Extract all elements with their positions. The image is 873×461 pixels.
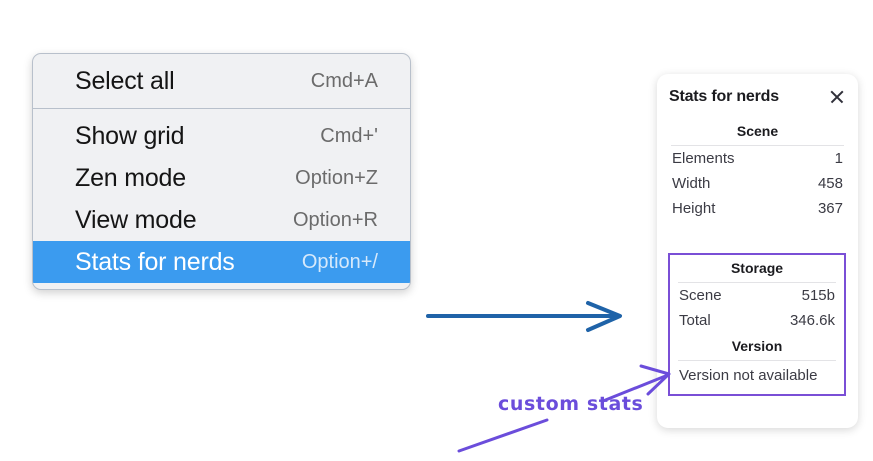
stats-panel-header: Stats for nerds (669, 84, 846, 110)
menu-item-label: View mode (75, 205, 197, 234)
close-icon[interactable] (828, 88, 846, 106)
stat-row-height: Height 367 (669, 196, 846, 221)
menu-section-1: Select all Cmd+A (33, 54, 410, 108)
stats-for-nerds-panel[interactable]: Stats for nerds Scene Elements 1 Width 4… (657, 74, 858, 428)
scene-section: Scene Elements 1 Width 458 Height 367 (669, 118, 846, 221)
menu-item-stats-for-nerds[interactable]: Stats for nerds Option+/ (33, 241, 410, 283)
divider (678, 282, 836, 283)
menu-item-shortcut: Option+Z (295, 166, 378, 189)
arrow-right-icon (426, 301, 622, 332)
menu-item-shortcut: Cmd+A (310, 69, 378, 92)
menu-item-label: Stats for nerds (75, 247, 235, 276)
menu-section-2: Show grid Cmd+' Zen mode Option+Z View m… (33, 108, 410, 289)
custom-stats-highlight-group: Storage Scene 515b Total 346.6k Version … (668, 253, 846, 396)
scene-section-heading: Scene (736, 123, 779, 139)
version-not-available-text: Version not available (679, 367, 818, 384)
menu-item-shortcut: Cmd+' (320, 124, 378, 147)
stat-value: 458 (817, 175, 843, 192)
stat-key: Scene (679, 287, 722, 304)
stat-value: 367 (817, 200, 843, 217)
stat-row-width: Width 458 (669, 171, 846, 196)
menu-item-shortcut: Option+/ (301, 250, 378, 273)
underline-stroke (457, 418, 549, 453)
menu-item-view-mode[interactable]: View mode Option+R (33, 199, 410, 241)
version-section: Version Version not available (676, 333, 838, 387)
stat-row-storage-total: Total 346.6k (676, 308, 838, 333)
menu-item-label: Show grid (75, 121, 185, 150)
menu-item-label: Zen mode (75, 163, 186, 192)
custom-stats-annotation-label: custom stats (498, 393, 644, 415)
stat-row-storage-scene: Scene 515b (676, 283, 838, 308)
divider (678, 360, 836, 361)
menu-item-show-grid[interactable]: Show grid Cmd+' (33, 115, 410, 157)
stat-value: 515b (801, 287, 835, 304)
divider (671, 145, 844, 146)
menu-item-label: Select all (75, 66, 175, 95)
storage-section: Storage Scene 515b Total 346.6k (676, 255, 838, 333)
version-section-heading: Version (731, 338, 783, 354)
storage-section-heading: Storage (730, 260, 784, 276)
stat-key: Width (672, 175, 711, 192)
stats-panel-title: Stats for nerds (669, 88, 779, 105)
stat-row-elements: Elements 1 (669, 146, 846, 171)
menu-item-select-all[interactable]: Select all Cmd+A (33, 60, 410, 102)
stat-key: Height (672, 200, 716, 217)
stat-key: Elements (672, 150, 735, 167)
stat-value: 1 (834, 150, 843, 167)
menu-item-zen-mode[interactable]: Zen mode Option+Z (33, 157, 410, 199)
stat-value: 346.6k (789, 312, 835, 329)
menu-item-shortcut: Option+R (292, 208, 378, 231)
stat-key: Total (679, 312, 711, 329)
canvas-context-menu[interactable]: Select all Cmd+A Show grid Cmd+' Zen mod… (32, 53, 411, 290)
